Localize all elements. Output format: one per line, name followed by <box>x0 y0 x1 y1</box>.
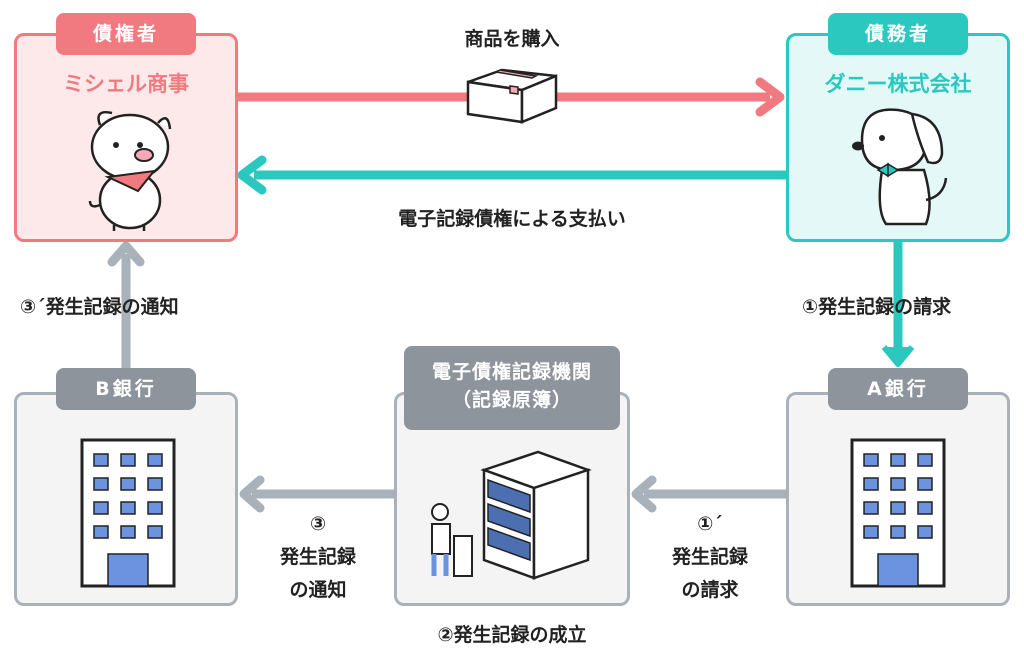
bank-a-tag: A銀行 <box>828 368 968 410</box>
pig-illustration <box>88 111 172 231</box>
creditor-tag: 債権者 <box>56 13 196 55</box>
bank-b-building-icon <box>80 438 176 588</box>
request-label: ①発生記録の請求 <box>802 296 952 318</box>
step-3-line3: の通知 <box>289 579 347 601</box>
step-1prime-line2: 発生記録 <box>671 546 748 568</box>
purchase-label: 商品を購入 <box>464 28 560 50</box>
notify-b-arrowhead <box>107 241 145 267</box>
bank-a-building-icon <box>850 438 946 588</box>
creditor-name: ミシェル商事 <box>63 72 189 96</box>
request-arrowhead <box>881 345 915 367</box>
notify-b-label: ③´発生記録の通知 <box>20 296 179 318</box>
bank-b-tag: B銀行 <box>56 368 196 410</box>
step-1prime-label: ①´ 発生記録 の請求 <box>650 508 770 607</box>
registry-tag: 電子債権記録機関 （記録原簿） <box>404 346 620 430</box>
payment-arrowhead <box>237 155 267 195</box>
step-1prime-arrowhead <box>631 475 657 513</box>
step-3-arrowhead <box>239 475 265 513</box>
registry-tag-line1: 電子債権記録機関 <box>431 361 592 383</box>
dog-illustration <box>852 108 948 226</box>
server-illustration <box>431 450 592 580</box>
step-3-label: ③ 発生記録 の通知 <box>258 508 378 607</box>
establish-label: ②発生記録の成立 <box>437 624 587 646</box>
debtor-tag: 債務者 <box>828 13 968 55</box>
package-icon <box>466 68 558 124</box>
step-3-line2: 発生記録 <box>279 546 356 568</box>
step-1prime-line3: の請求 <box>681 579 739 601</box>
debtor-name: ダニー株式会社 <box>824 72 972 96</box>
purchase-arrowhead <box>755 77 785 117</box>
payment-label: 電子記録債権による支払い <box>398 208 626 230</box>
registry-tag-line2: （記録原簿） <box>451 389 572 411</box>
step-3-line1: ③ <box>309 513 327 535</box>
step-1prime-line1: ①´ <box>697 513 723 535</box>
